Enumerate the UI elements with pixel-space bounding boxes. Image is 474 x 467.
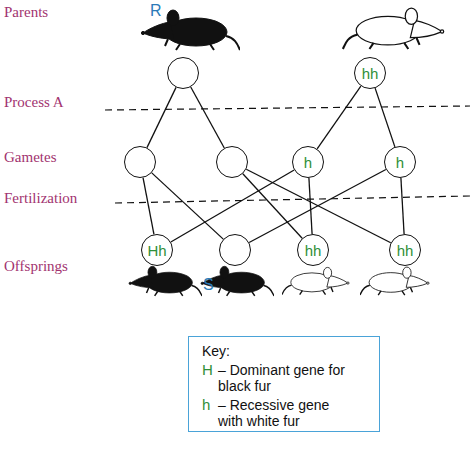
genotype-text: hh [362, 65, 379, 82]
stage-label: Fertilization [4, 190, 77, 207]
stage-label: Gametes [4, 149, 56, 166]
white-mouse [343, 8, 444, 49]
genotype-text: h [396, 154, 404, 171]
gene-circle [216, 146, 248, 178]
key-box: Key: H– Dominant gene for black furh– Rec… [188, 336, 380, 432]
gene-circle [219, 234, 251, 266]
gene-symbol: H [202, 362, 216, 378]
cross-line [375, 88, 395, 147]
legend-text: – Dominant gene for black fur [218, 362, 346, 394]
cross-line [191, 87, 225, 148]
cross-line [171, 170, 294, 242]
mouse-label: S [203, 276, 214, 294]
cross-line [143, 178, 154, 235]
legend-text: – Recessive gene with white fur [218, 397, 346, 429]
gene-circle: h [384, 146, 416, 178]
genotype-text: Hh [147, 242, 166, 259]
cross-line [243, 174, 302, 238]
black-mouse [129, 266, 202, 296]
stage-label: Offsprings [4, 258, 68, 275]
genotype-text: h [304, 154, 312, 171]
genotype-text: hh [397, 242, 414, 259]
cross-line [309, 178, 312, 234]
white-mouse [282, 267, 349, 294]
genotype-text: hh [305, 242, 322, 259]
cross-line [147, 87, 176, 147]
cross-line [152, 173, 224, 239]
black-mouse [201, 266, 274, 296]
white-mouse [360, 267, 429, 295]
stage-label: Process A [4, 94, 64, 111]
gene-symbol: h [202, 397, 216, 413]
gene-circle: hh [389, 234, 421, 266]
gene-circle: Hh [141, 234, 173, 266]
cross-line [317, 86, 361, 149]
dashed-line [105, 106, 470, 110]
legend-heading: Key: [202, 343, 262, 359]
gene-circle [124, 146, 156, 178]
gene-circle: hh [354, 57, 386, 89]
gene-circle: hh [297, 234, 329, 266]
dashed-line [115, 196, 470, 203]
mouse-label: R [150, 2, 162, 20]
cross-line [246, 169, 390, 242]
gene-circle [167, 57, 199, 89]
gene-circle: h [292, 146, 324, 178]
cross-line [401, 178, 404, 234]
stage-label: Parents [4, 4, 48, 21]
